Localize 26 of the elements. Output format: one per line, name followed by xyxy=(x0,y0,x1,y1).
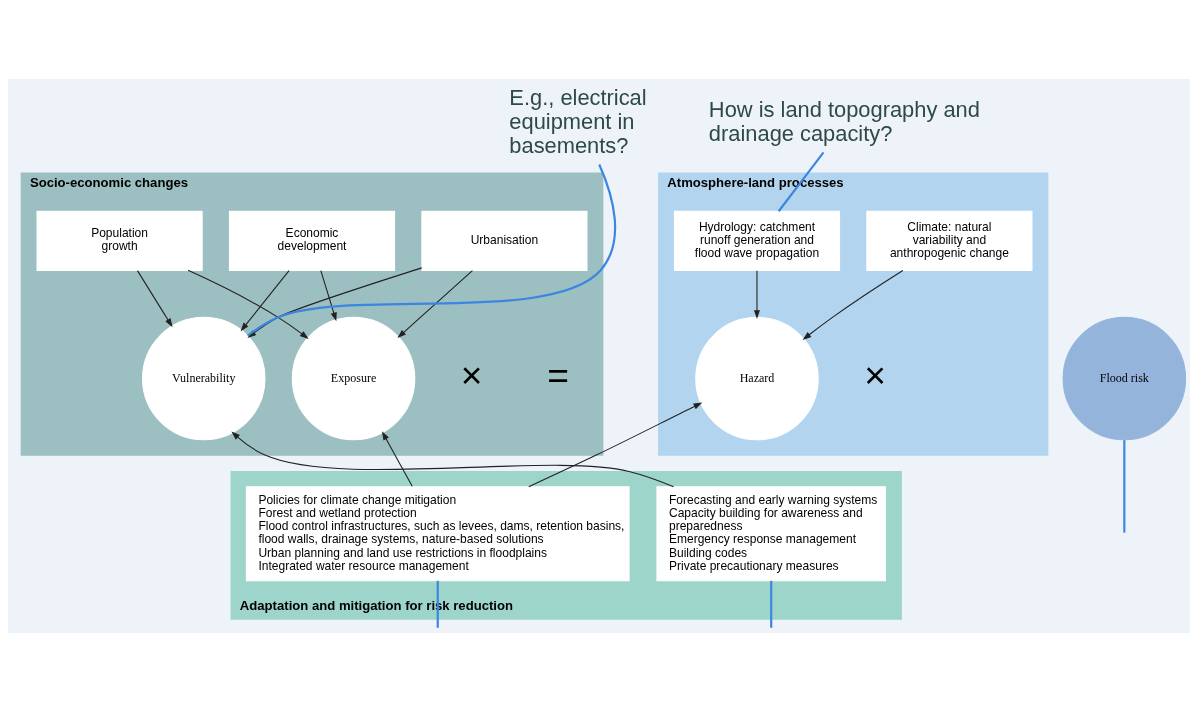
label: × xyxy=(864,354,886,397)
arrow xyxy=(397,270,473,339)
arrow xyxy=(381,431,413,487)
arrow xyxy=(240,270,290,332)
arrow xyxy=(753,270,761,319)
node-circle: Flood risk xyxy=(1062,316,1187,441)
connector xyxy=(1123,440,1126,533)
node-box: Hydrology: catchment runoff generation and flood wave propagation xyxy=(673,210,841,271)
node-box: Urbanisation xyxy=(421,210,588,271)
node-box: Economic development xyxy=(228,210,396,271)
node-box: Policies for climate change mitigation Forest and wetland protection Flood control infrastructures, such as levees, dams, retention basins, flood walls, drainage systems, nature-based solutions Urban planning and land use restrictions in floodplains Integrated water resource management xyxy=(245,486,630,582)
node-box: Climate: natural variability and anthropogenic change xyxy=(866,210,1033,271)
arrow xyxy=(320,270,337,322)
node-text: How is land topography and drainage capacity? xyxy=(708,97,980,147)
label: × xyxy=(460,354,483,397)
connector xyxy=(777,151,825,212)
label: = xyxy=(547,354,569,397)
arrow xyxy=(136,270,173,328)
node-box: Population growth xyxy=(36,210,203,271)
connector xyxy=(436,580,439,628)
connector xyxy=(770,580,773,628)
arrow xyxy=(231,431,675,488)
node-box: Forecasting and early warning systems Capacity building for awareness and preparedness Emergency response management Building codes Private precautionary measures xyxy=(656,486,886,582)
arrow xyxy=(528,402,703,488)
node-text: E.g., electrical equipment in basements? xyxy=(509,85,647,159)
arrow xyxy=(802,269,904,340)
